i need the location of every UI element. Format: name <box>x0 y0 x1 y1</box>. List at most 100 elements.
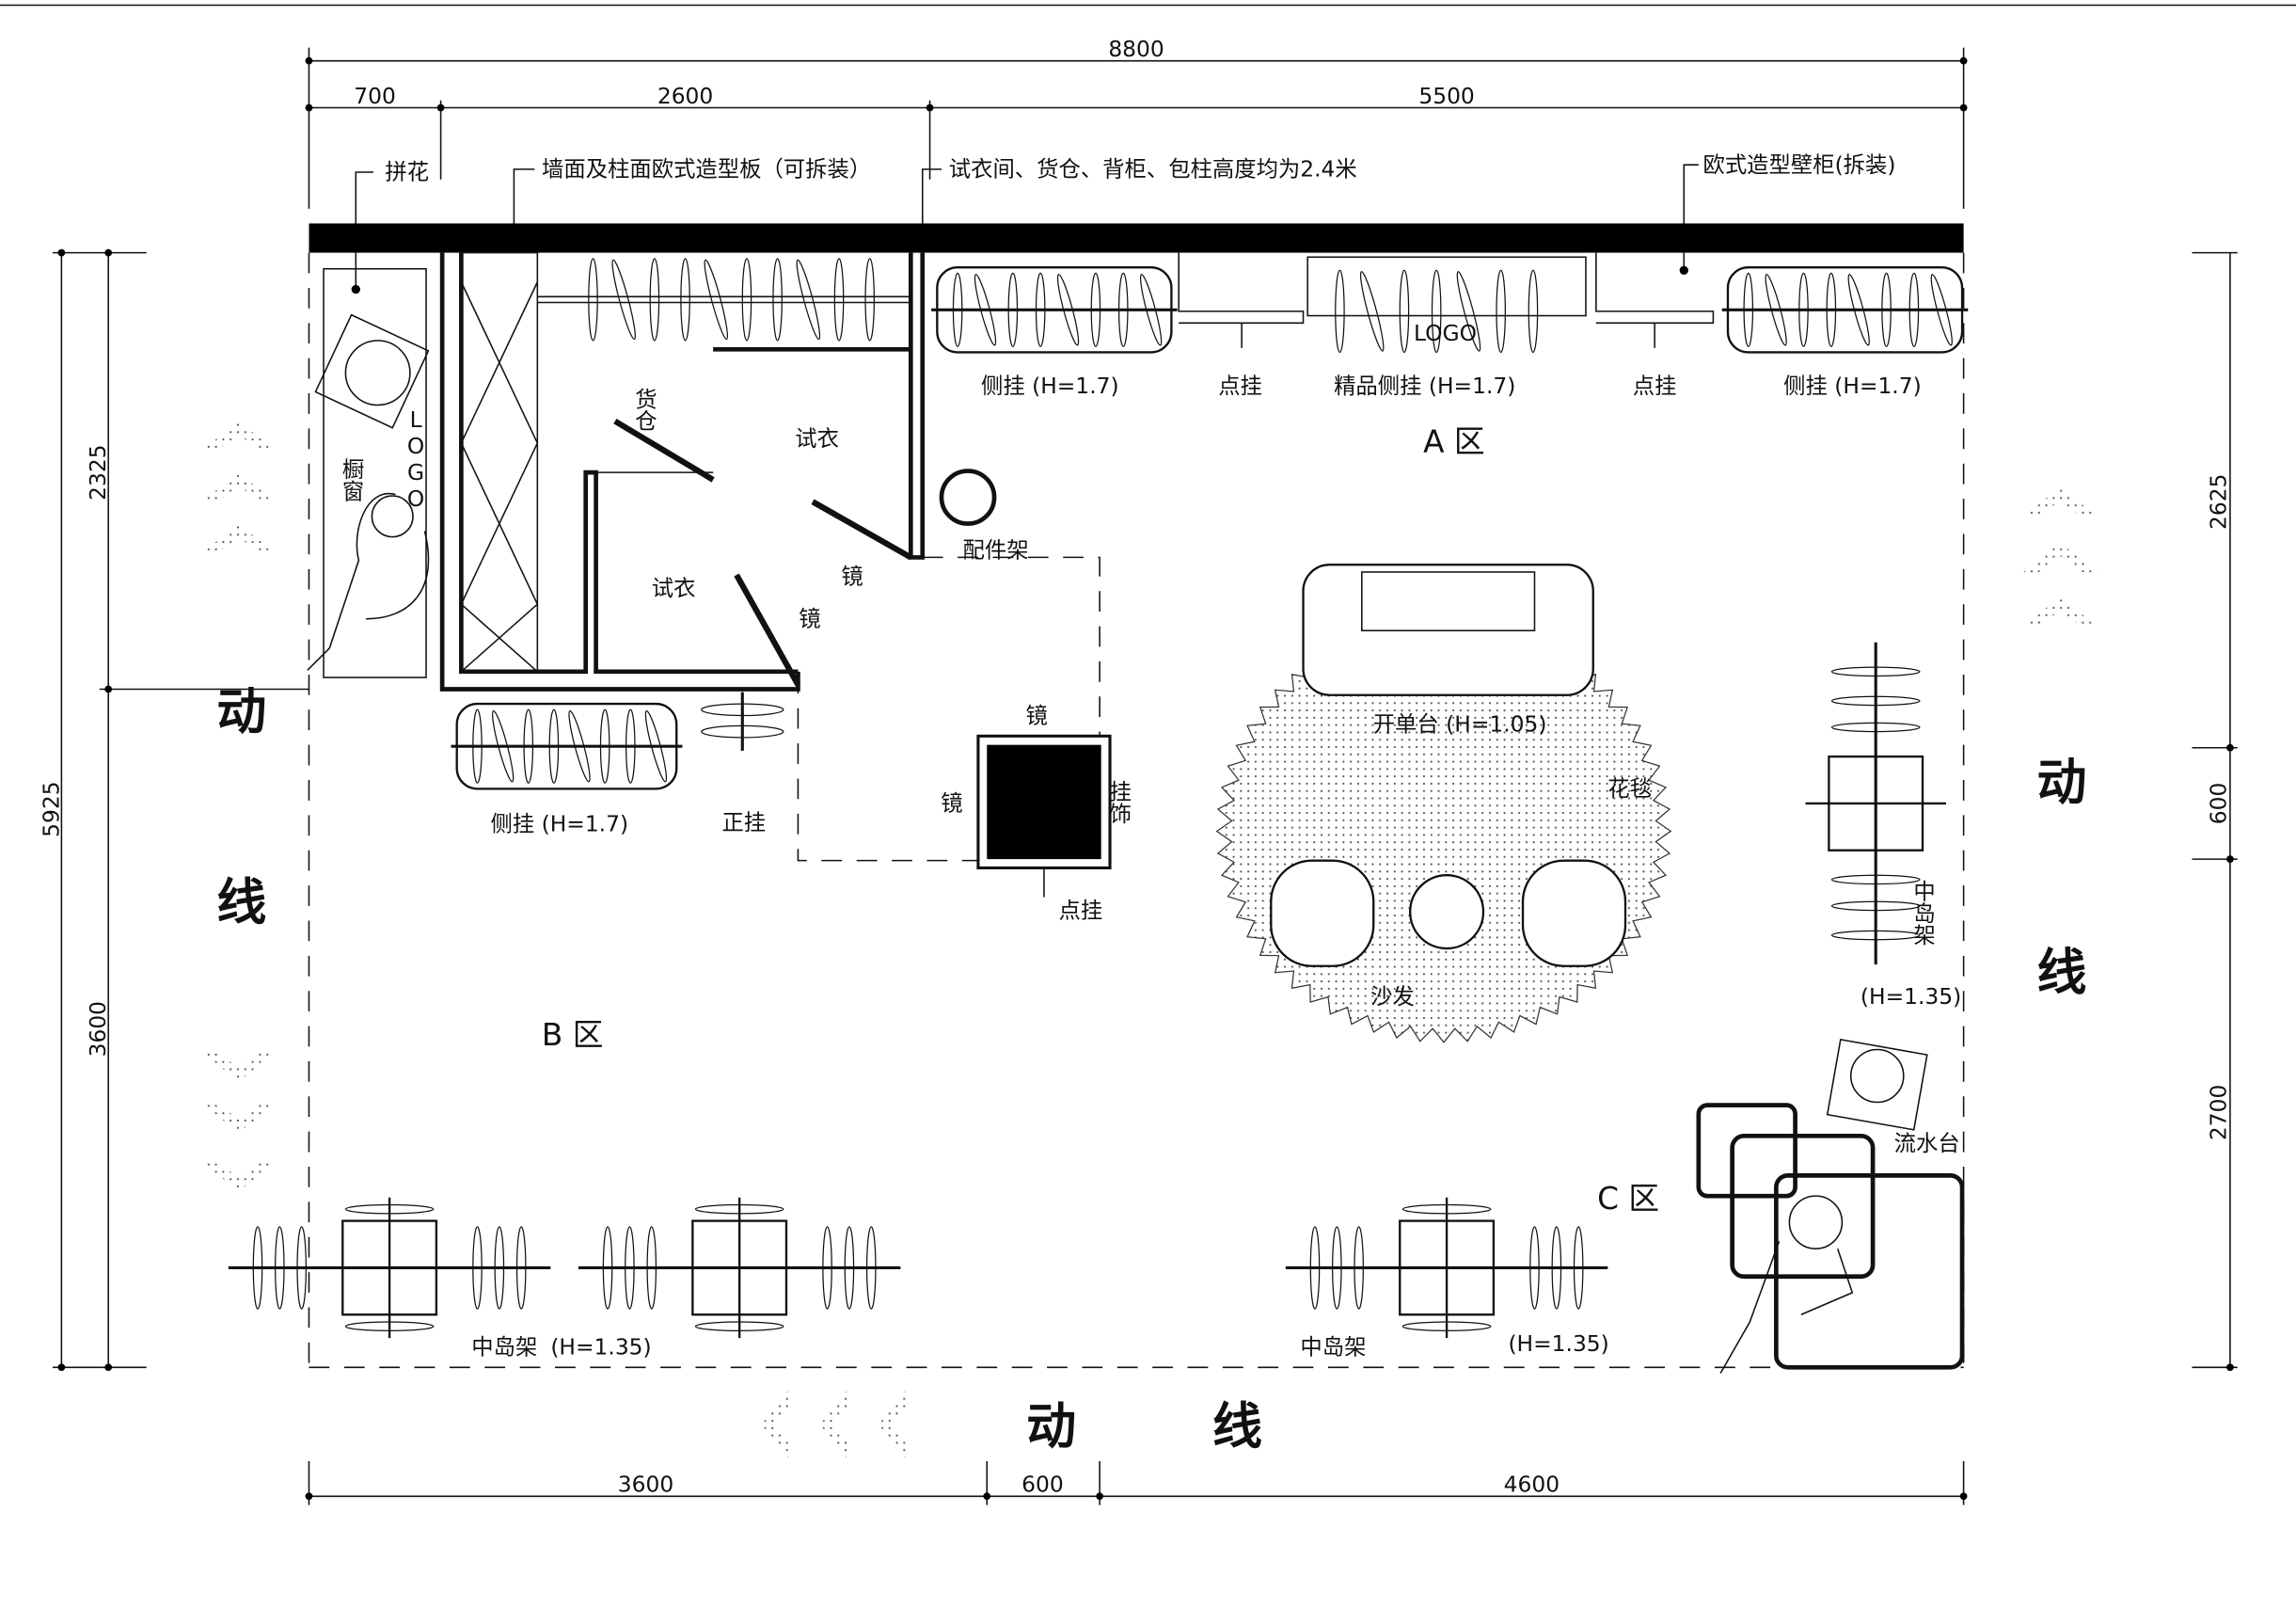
chevron-left-icon <box>761 1386 792 1463</box>
flow-arrows <box>200 421 2098 1463</box>
hanger <box>1354 1226 1364 1310</box>
fitting-door-2 <box>734 573 801 687</box>
island-left-label: 中岛架 <box>471 1333 537 1360</box>
left-dimensions: 5925 2325 3600 <box>38 248 309 1372</box>
dim-total-width: 8800 <box>1108 36 1164 62</box>
hanger <box>772 258 783 342</box>
hanger <box>1359 271 1385 352</box>
sofa-chair-left <box>1270 859 1375 967</box>
side-hang-rack <box>451 702 683 790</box>
hanger <box>1830 666 1921 677</box>
dim-bottom-3: 4600 <box>1504 1472 1560 1498</box>
hanger <box>704 259 729 341</box>
chevron-up-icon <box>200 523 277 554</box>
flow-bottom-char-1: 动 <box>1026 1398 1076 1456</box>
annotation-pinhua: 拼花 <box>385 159 429 185</box>
fitting-room-2-label: 试衣 <box>652 575 696 601</box>
hanger <box>1743 272 1754 347</box>
hanger <box>1332 1226 1342 1310</box>
hanger <box>649 258 660 342</box>
hanger <box>701 703 784 717</box>
clothing-racks <box>228 258 1969 1339</box>
hanger <box>694 1321 784 1331</box>
fitting-door-1 <box>811 499 912 561</box>
storage-fitting-block: 货仓 试衣 试衣 镜 镜 <box>439 251 926 692</box>
hanger <box>625 708 636 784</box>
hanger <box>548 708 560 784</box>
flow-bottom-char-2: 线 <box>1212 1398 1262 1456</box>
flow-left-char-2: 线 <box>216 874 266 931</box>
island-rack <box>578 1197 901 1339</box>
point-hang-label-1: 点挂 <box>1218 373 1262 399</box>
hanger <box>865 1226 877 1310</box>
hanger <box>1573 1226 1584 1310</box>
hanger <box>1139 274 1163 346</box>
carpet-label: 花毯 <box>1607 775 1652 802</box>
side-hang-top-left-label: 侧挂 (H=1.7) <box>981 373 1119 399</box>
side-hang-rack <box>931 265 1178 354</box>
dim-right-1: 2625 <box>2205 474 2231 530</box>
side-hang-top-right-label: 侧挂 (H=1.7) <box>1783 373 1922 399</box>
hanger <box>602 1226 613 1310</box>
hanger <box>1551 1226 1562 1310</box>
hanger <box>494 1226 505 1310</box>
logo-vertical: LOGO <box>403 406 429 512</box>
bottom-dimensions: 3600 600 4600 <box>305 1460 1968 1505</box>
hanger <box>344 1321 435 1331</box>
hanger <box>599 708 610 784</box>
cashier-label: 开单台 (H=1.05) <box>1373 711 1547 738</box>
hanger <box>1830 695 1921 707</box>
hanger <box>523 708 534 784</box>
fitting-room-1-label: 试衣 <box>795 425 839 452</box>
annotation-cabinet: 欧式造型壁柜(拆装) <box>1703 151 1896 178</box>
mirror-area: 镜 镜 挂饰 点挂 正挂 <box>721 556 1132 923</box>
logo-top: LOGO <box>1414 320 1477 346</box>
chevron-down-icon <box>200 1102 277 1133</box>
hanger <box>515 1226 527 1310</box>
island-right-label: 中岛架 <box>1909 879 1936 946</box>
hanger <box>1401 1321 1492 1331</box>
hanger <box>1908 272 1920 347</box>
store-boundary <box>308 252 1965 1369</box>
hanger <box>1117 272 1129 347</box>
annotation-height-note: 试衣间、货仓、背柜、包柱高度均为2.4米 <box>949 156 1357 183</box>
lounge-area: 开单台 (H=1.05) 花毯 沙发 <box>1215 564 1672 1043</box>
sofa-label: 沙发 <box>1370 983 1415 1010</box>
chevron-up-icon <box>200 472 277 503</box>
hanger <box>296 1226 307 1310</box>
hanger <box>864 258 876 342</box>
hanger <box>741 258 752 342</box>
annotation-wall-panel: 墙面及柱面欧式造型板（可拆装） <box>542 156 871 183</box>
chevron-left-icon <box>819 1386 851 1463</box>
chevron-up-icon <box>200 421 277 453</box>
dim-right-2: 600 <box>2205 783 2231 825</box>
mirror-label-3: 镜 <box>1026 702 1048 728</box>
hanger <box>796 259 821 341</box>
back-wall <box>309 223 1964 253</box>
hanger <box>822 1226 832 1310</box>
hanger <box>952 272 963 347</box>
coffee-table <box>1408 874 1485 950</box>
hanger <box>1830 930 1921 941</box>
front-hang-label: 正挂 <box>721 809 766 835</box>
hanger <box>680 258 690 342</box>
hanger <box>694 1203 784 1215</box>
hanger <box>1826 272 1837 347</box>
side-hang-lower-label: 侧挂 (H=1.7) <box>491 811 629 837</box>
zone-a-label: A 区 <box>1423 423 1484 459</box>
chevron-left-icon <box>879 1386 910 1463</box>
dim-bottom-1: 3600 <box>618 1472 673 1498</box>
annotations: 拼花 墙面及柱面欧式造型板（可拆装） 试衣间、货仓、背柜、包柱高度均为2.4米 … <box>351 151 1896 294</box>
top-fixtures: 侧挂 (H=1.7) 点挂 LOGO 精品侧挂 (H=1.7) 点挂 侧挂 (H… <box>491 252 1922 837</box>
hanger <box>1830 722 1921 733</box>
hanger <box>252 1226 263 1310</box>
hanger <box>1399 269 1410 354</box>
hanger <box>1056 274 1080 346</box>
hanger <box>275 1226 285 1310</box>
chevron-down-icon <box>200 1051 277 1082</box>
sink-counter-label: 流水台 <box>1894 1130 1960 1156</box>
island-mid-height: (H=1.35) <box>1508 1330 1608 1357</box>
hanger <box>1528 269 1539 354</box>
hanger <box>1930 274 1953 346</box>
side-hang-rack <box>1721 265 1969 354</box>
